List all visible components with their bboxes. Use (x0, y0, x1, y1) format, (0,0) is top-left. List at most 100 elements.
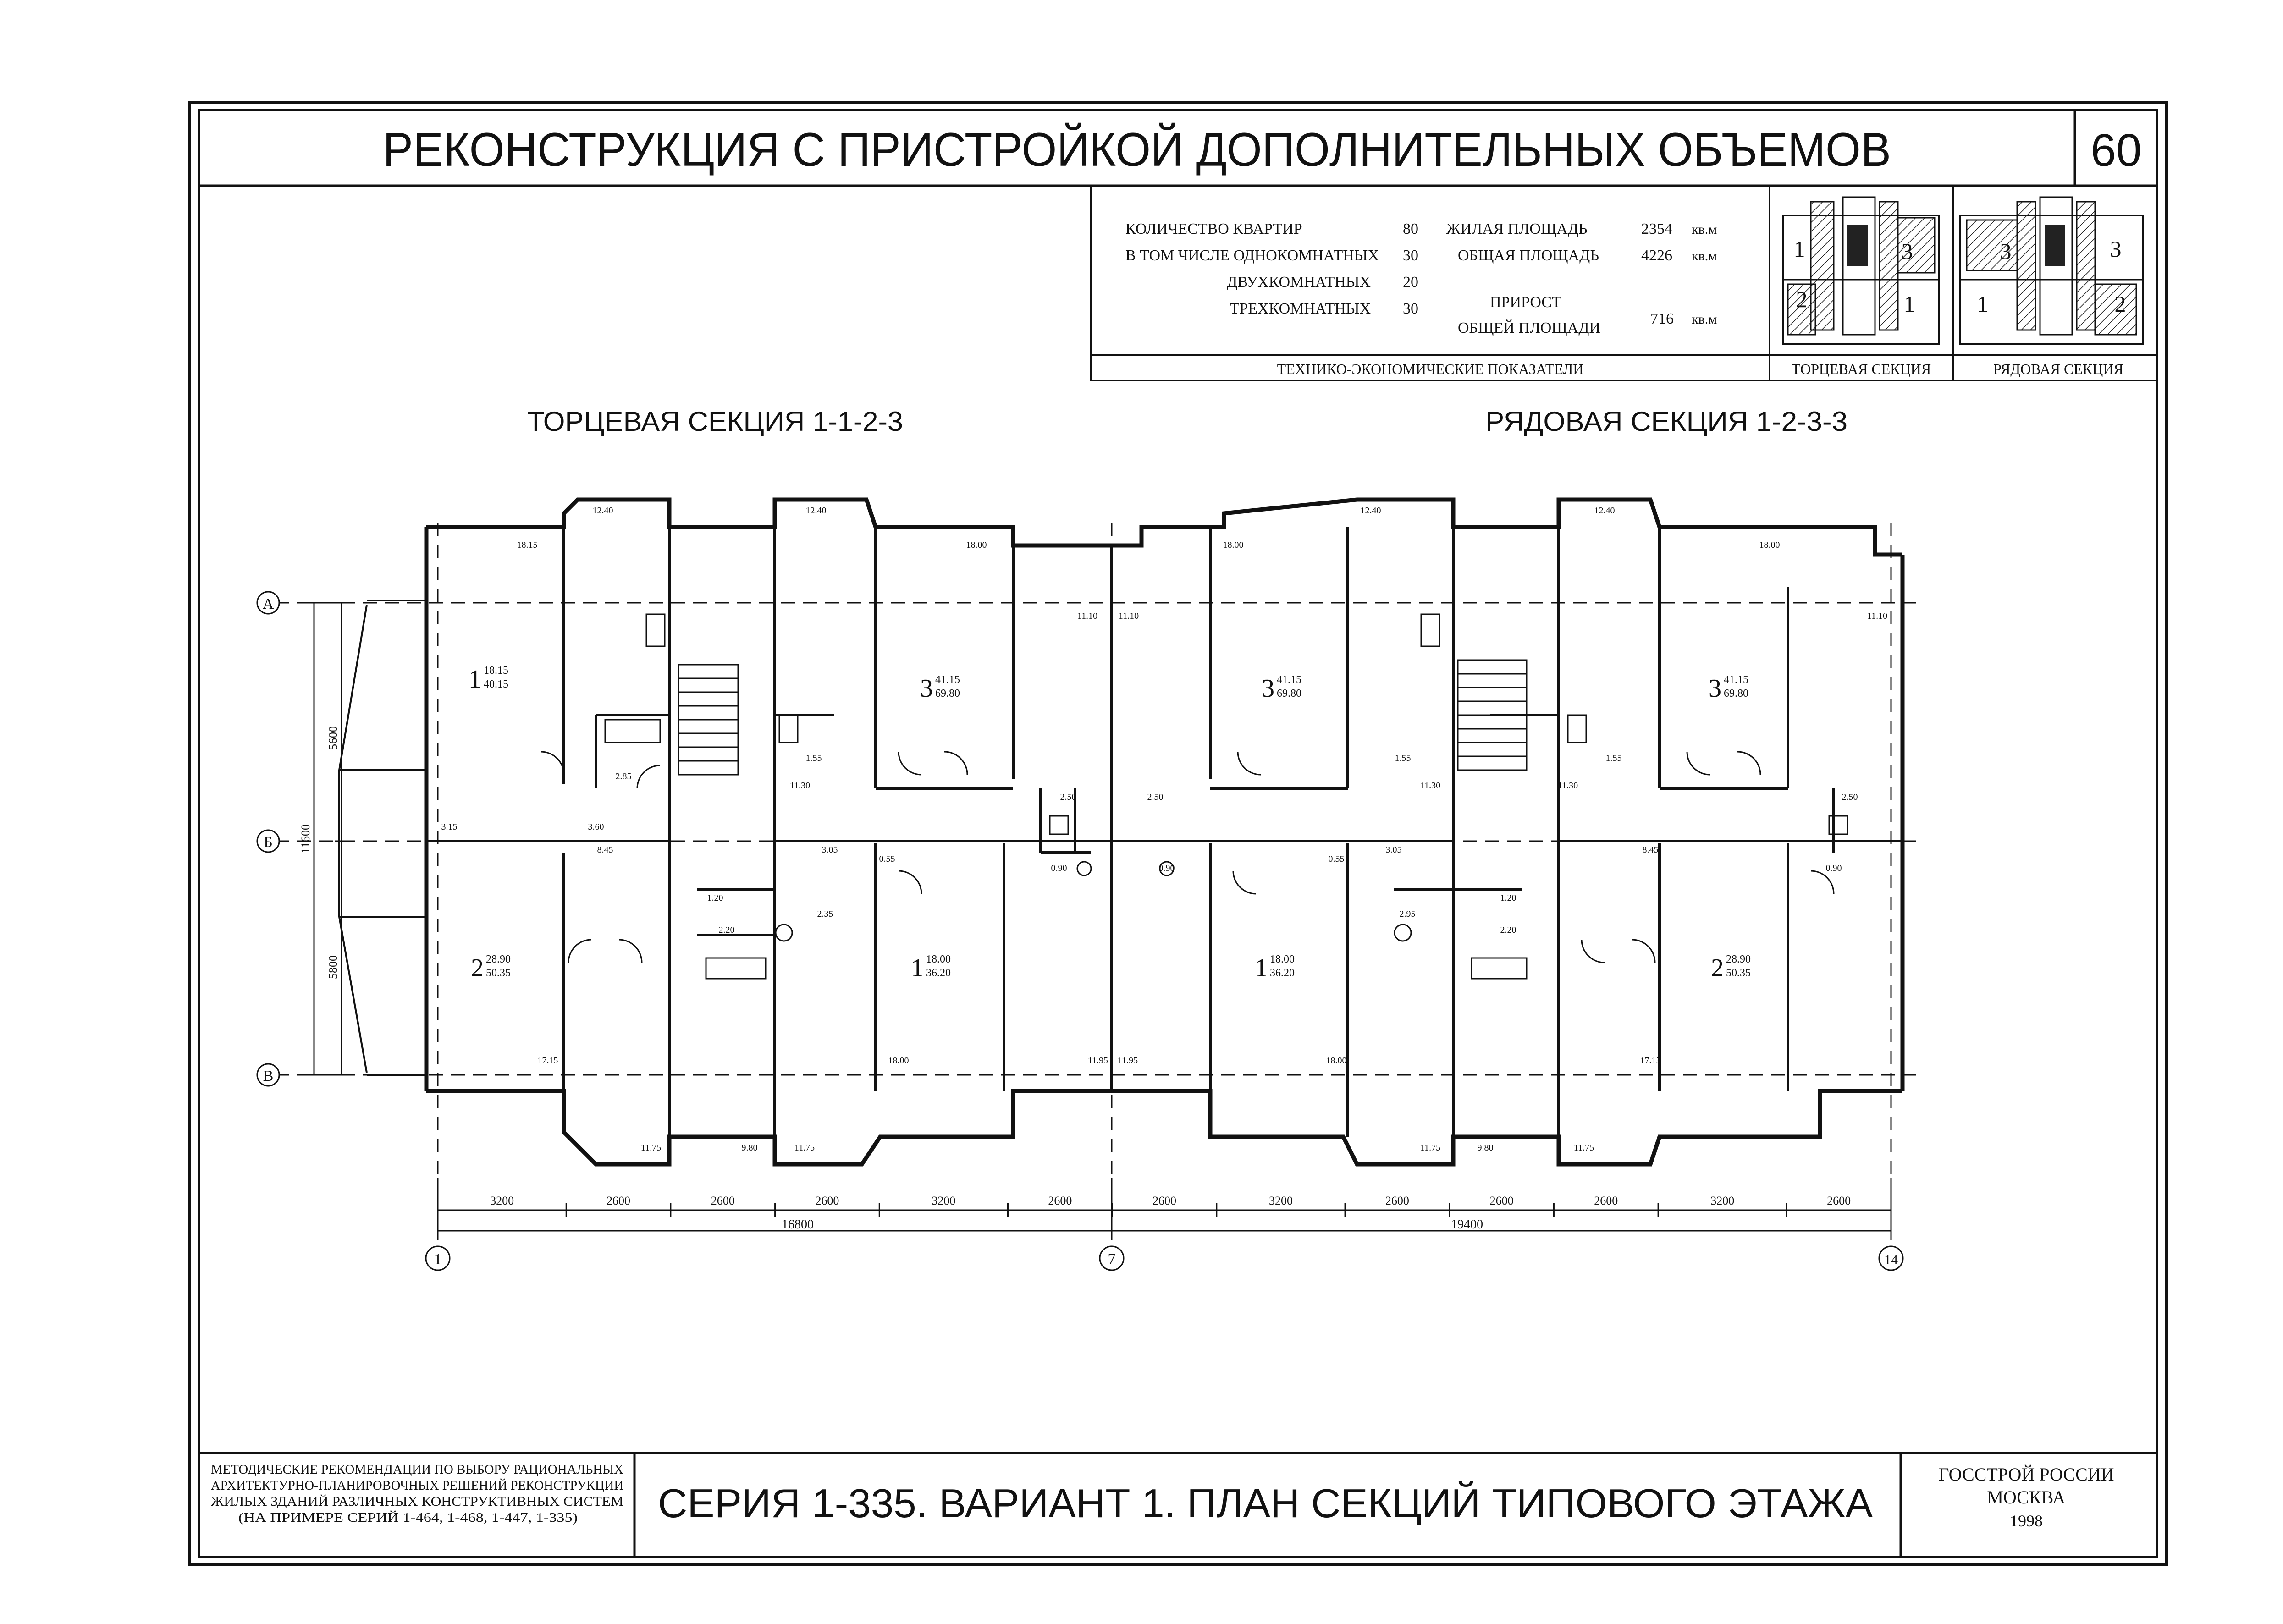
dimension-label: 2600 (1827, 1194, 1851, 1207)
room-area-label: 18.00 (1223, 540, 1244, 550)
room-area-label: 2.50 (1060, 792, 1076, 802)
room-area-label: 17.15 (538, 1056, 558, 1066)
dimension-label: 2600 (1153, 1194, 1176, 1207)
row-scheme-num-3a: 3 (2000, 238, 2012, 264)
svg-text:МОСКВА: МОСКВА (1987, 1487, 2065, 1508)
room-area-label: 2.20 (719, 925, 735, 935)
footer-publisher: ГОССТРОЙ РОССИИ МОСКВА 1998 (1938, 1464, 2114, 1530)
room-area-label: 0.55 (879, 854, 895, 864)
row-section-title: РЯДОВАЯ СЕКЦИЯ 1-2-3-3 (1485, 406, 1847, 437)
row-scheme-num-1: 1 (1977, 291, 1989, 317)
svg-text:1998: 1998 (2010, 1512, 2043, 1530)
room-area-label: 3.15 (441, 822, 458, 832)
room-area-label: 3.05 (1386, 845, 1402, 855)
tep-increase-label-1: ПРИРОСТ (1490, 294, 1561, 311)
apartment-label: 1 18.00 36.20 (911, 953, 951, 982)
tep-three-room-label: ТРЕХКОМНАТНЫХ (1230, 300, 1371, 317)
dim-5600: 5600 (326, 726, 340, 750)
apartment-label: 3 41.15 69.80 (1262, 674, 1301, 703)
room-area-label: 0.90 (1159, 863, 1175, 873)
end-scheme-num-2: 2 (1796, 286, 1808, 312)
svg-text:(НА ПРИМЕРЕ СЕРИЙ 1-464, 1-468: (НА ПРИМЕРЕ СЕРИЙ 1-464, 1-468, 1-447, 1… (238, 1511, 578, 1525)
room-area-label: 2.50 (1147, 792, 1164, 802)
svg-text:50.35: 50.35 (486, 967, 511, 979)
svg-text:1: 1 (911, 954, 924, 982)
tep-living-value: 2354 (1641, 220, 1672, 237)
room-area-label: 18.00 (966, 540, 987, 550)
tep-total-unit: кв.м (1692, 248, 1717, 264)
svg-text:36.20: 36.20 (1270, 967, 1295, 979)
svg-text:69.80: 69.80 (1277, 688, 1301, 699)
row-section-scheme: 3 3 1 2 (1959, 196, 2144, 345)
dimension-label: 2600 (815, 1194, 839, 1207)
svg-text:АРХИТЕКТУРНО-ПЛАНИРОВОЧНЫХ РЕШ: АРХИТЕКТУРНО-ПЛАНИРОВОЧНЫХ РЕШЕНИЙ РЕКОН… (211, 1479, 623, 1493)
room-area-label: 2.95 (1400, 909, 1416, 919)
room-area-label: 18.00 (888, 1056, 909, 1066)
axis-bubbles (256, 591, 1904, 1271)
apartment-label: 3 41.15 69.80 (1709, 674, 1748, 703)
tep-apartments-label: КОЛИЧЕСТВО КВАРТИР (1125, 220, 1302, 237)
tep-increase-value: 716 (1650, 310, 1674, 327)
room-area-label: 11.10 (1119, 611, 1139, 621)
room-area-label: 1.55 (1606, 753, 1622, 763)
sheet-number: 60 (2090, 125, 2141, 176)
svg-text:36.20: 36.20 (926, 967, 951, 979)
sheet-frame (188, 101, 2168, 1566)
room-area-label: 11.30 (1558, 781, 1578, 791)
room-area-label: 18.00 (1326, 1056, 1347, 1066)
dimension-label: 3200 (490, 1194, 514, 1207)
axis-label-a: А (263, 595, 274, 612)
dim-5800: 5800 (326, 955, 340, 979)
room-area-label: 0.55 (1329, 854, 1345, 864)
dimension-label: 3200 (932, 1194, 955, 1207)
room-area-label: 11.10 (1867, 611, 1887, 621)
room-area-label: 9.80 (1478, 1143, 1494, 1153)
vertical-dimension (307, 602, 348, 1076)
svg-text:МЕТОДИЧЕСКИЕ РЕКОМЕНДАЦИИ ПО В: МЕТОДИЧЕСКИЕ РЕКОМЕНДАЦИИ ПО ВЫБОРУ РАЦИ… (211, 1463, 623, 1477)
axis-label-1: 1 (434, 1251, 442, 1268)
room-area-label: 8.45 (597, 845, 613, 855)
room-area-label: 12.40 (593, 506, 613, 516)
end-section-scheme: 1 3 2 1 (1782, 196, 1940, 345)
svg-text:3: 3 (1262, 674, 1274, 703)
header-title: РЕКОНСТРУКЦИЯ С ПРИСТРОЙКОЙ ДОПОЛНИТЕЛЬН… (383, 122, 1891, 176)
tep-living-label: ЖИЛАЯ ПЛОЩАДЬ (1446, 220, 1588, 237)
dimension-label: 2600 (1385, 1194, 1409, 1207)
dimension-label: 3200 (1710, 1194, 1734, 1207)
end-balcony (338, 600, 426, 1076)
tep-two-room-value: 20 (1403, 274, 1418, 291)
tep-right-list: ЖИЛАЯ ПЛОЩАДЬ 2354 кв.м ОБЩАЯ ПЛОЩАДЬ 42… (1446, 220, 1717, 336)
svg-text:2: 2 (471, 954, 484, 982)
room-area-label: 9.80 (742, 1143, 758, 1153)
dimension-label: 2600 (711, 1194, 735, 1207)
tep-total-value: 4226 (1641, 247, 1672, 264)
room-area-label: 11.75 (641, 1143, 661, 1153)
room-area-label: 11.10 (1077, 611, 1097, 621)
room-area-label: 3.05 (822, 845, 838, 855)
room-area-label: 11.75 (1574, 1143, 1594, 1153)
room-area-label: 11.95 (1088, 1056, 1108, 1066)
outer-walls (424, 497, 1905, 1167)
stair-right (1457, 659, 1528, 771)
room-area-label: 17.15 (1640, 1056, 1661, 1066)
dimension-label: 3200 (1269, 1194, 1293, 1207)
tep-one-room-value: 30 (1403, 247, 1418, 264)
floor-plan: А Б В 1 7 14 5600 5800 11600 32002600260… (256, 497, 1916, 1271)
room-area-label: 0.90 (1051, 863, 1067, 873)
footer-org: МЕТОДИЧЕСКИЕ РЕКОМЕНДАЦИИ ПО ВЫБОРУ РАЦИ… (211, 1463, 623, 1525)
svg-text:28.90: 28.90 (486, 953, 511, 965)
svg-text:ЖИЛЫХ ЗДАНИЙ РАЗЛИЧНЫХ КОНСТРУ: ЖИЛЫХ ЗДАНИЙ РАЗЛИЧНЫХ КОНСТРУКТИВНЫХ СИ… (211, 1495, 623, 1509)
room-area-label: 2.85 (616, 771, 632, 782)
sanitary-fixtures (604, 613, 1848, 980)
axis-label-v: В (263, 1068, 274, 1085)
apartment-label: 1 18.15 40.15 (469, 665, 508, 694)
tep-two-room-label: ДВУХКОМНАТНЫХ (1227, 274, 1371, 291)
end-scheme-num-3: 3 (1902, 238, 1913, 264)
apartment-label: 3 41.15 69.80 (920, 674, 960, 703)
interior-walls (426, 527, 1902, 1137)
room-area-label: 12.40 (1594, 506, 1615, 516)
footer-title: СЕРИЯ 1-335. ВАРИАНТ 1. ПЛАН СЕКЦИЙ ТИПО… (658, 1481, 1873, 1526)
apartment-label: 2 28.90 50.35 (1711, 953, 1751, 982)
